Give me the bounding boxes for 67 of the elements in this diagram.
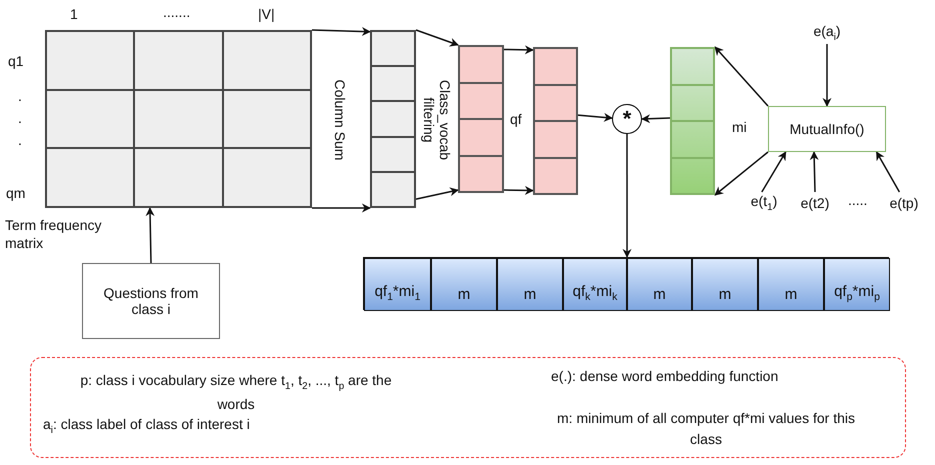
array-cell [692,258,758,311]
process-label: Class_vocab filtering [420,78,454,162]
axis-label: . [18,88,22,104]
arrow [504,186,534,195]
qf-vector [533,47,578,195]
embedding-label: e(t$_{1}$) [750,193,778,213]
process-label: Column Sum [332,80,348,160]
axis-label: ..... [848,192,868,208]
function-box [768,106,886,152]
embedding-label: e(tp) [890,195,918,211]
array-cell [758,258,824,311]
multiply-symbol: * [622,106,632,132]
axis-label: . [18,110,22,126]
cell-value: m [653,286,666,303]
arrow [876,151,900,192]
arrow [822,44,832,107]
cell-value: m [784,286,798,303]
axis-label: . [18,132,22,148]
mi-vector [670,47,715,195]
arrow [761,151,786,192]
arrow [622,134,632,258]
cell-value: m [458,286,470,303]
array-cell [627,258,692,311]
filtered-vector [458,45,504,193]
box-label: MutualInfo() [790,121,864,137]
cell-value: qf$_{p}$*mi$_{p}$ [834,283,880,303]
term-frequency-matrix [45,30,312,208]
array-cell [431,258,497,311]
axis-label: qm [6,185,26,201]
arrow [312,27,371,36]
arrow [641,114,670,124]
multiply-node [612,104,642,134]
caption-text: Term frequency matrix [5,216,102,252]
axis-label: ....... [163,4,190,20]
arrow [578,112,613,122]
array-cell [563,258,627,311]
box-label: Questions from class i [102,285,200,317]
array-cell [497,258,563,311]
arrow [714,46,769,106]
note-text: p: class i vocabulary size where t$_{1}$, t$_{2}$, ..., t$_{p}$ are the words [79,371,393,414]
arrow [416,187,459,200]
arrow [810,151,819,192]
source-box [82,263,220,339]
axis-label: |V| [258,6,275,22]
array-cell [824,258,890,311]
note-text: a$_{i}$: class label of class of interest i [43,415,251,438]
caption-text: mi [732,118,748,136]
cell-value: qf$_{k}$*mi$_{k}$ [572,283,618,303]
axis-label: 1 [70,6,78,22]
arrow [146,207,155,264]
arrow [312,204,371,212]
notes-box [30,357,906,458]
embedding-label: e(a$_{i}$) [813,23,841,43]
column-sum-vector [370,30,416,208]
axis-label: q1 [8,53,24,69]
result-array [363,257,889,310]
arrow [714,151,768,196]
arrow [504,45,534,54]
note-text: m: minimum of all computer qf*mi values for this class [556,409,856,449]
cell-value: qf$_{1}$*mi$_{1}$ [374,283,420,303]
cell-value: m [524,286,536,303]
note-text: e(.): dense word embedding function [551,367,780,386]
embedding-label: e(t2) [800,195,830,211]
arrow [416,29,459,47]
array-cell [364,258,431,311]
cell-value: m [718,286,732,303]
axis-label: qf [510,111,522,127]
